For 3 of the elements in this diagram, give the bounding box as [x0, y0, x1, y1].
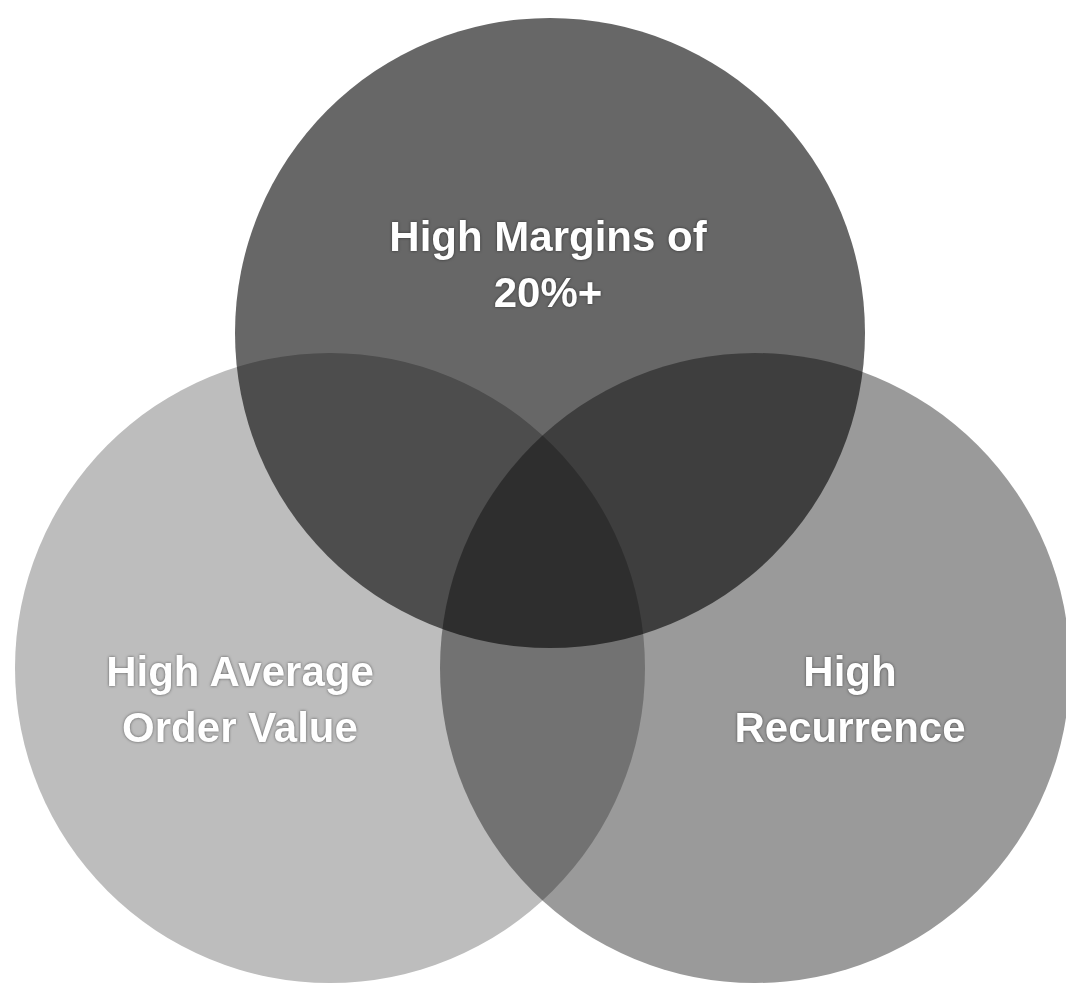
circle-label: High Margins of 20%+ — [388, 212, 708, 318]
circle-label: High Average Order Value — [105, 647, 375, 753]
circle-label: High Recurrence — [733, 647, 967, 753]
